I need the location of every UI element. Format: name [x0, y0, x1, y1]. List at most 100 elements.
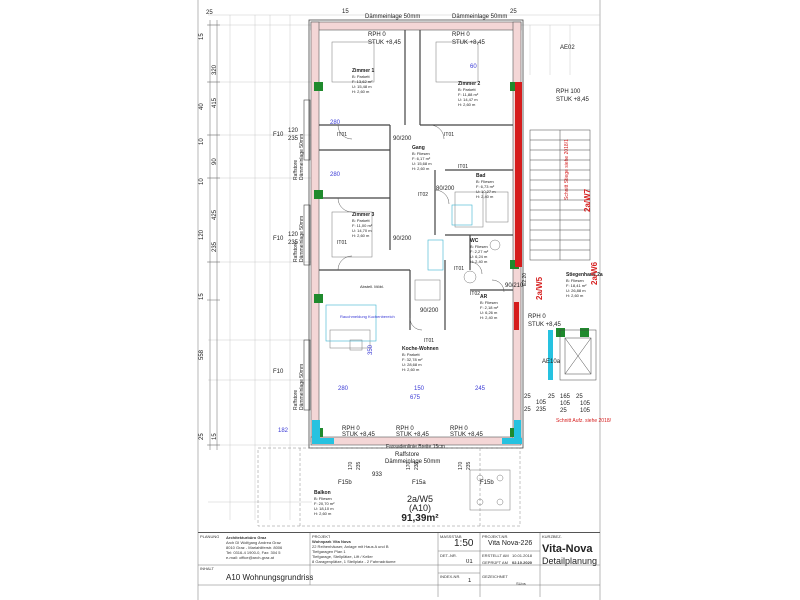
- window-label: F15a: [412, 480, 426, 486]
- dim-label: 10: [199, 178, 205, 185]
- window-label: F10: [273, 236, 284, 242]
- unit-code: 2a/W5: [407, 494, 433, 504]
- svg-text:Dämmeinlage 50mm: Dämmeinlage 50mm: [299, 134, 305, 180]
- svg-text:H: 2,40 m: H: 2,40 m: [470, 259, 488, 264]
- architect-block: Architekturbüro Graz Arch DI Wolfgang An…: [226, 535, 308, 560]
- window-labels: F10 120 235 F10 120 235 F10 F15b F15a F1…: [273, 128, 494, 486]
- svg-text:B: Parkett: B: Parkett: [402, 352, 420, 357]
- svg-text:B: Fliesen: B: Fliesen: [470, 244, 488, 249]
- top-labels: Dämmeinlage 50mm Dämmeinlage 50mm 25 15 …: [206, 9, 517, 20]
- dim-label: 15: [199, 293, 205, 300]
- room-labels: Zimmer 1 B: Parkett F: 13,62 m² U: 15,48…: [314, 68, 603, 516]
- window-label: 120: [288, 232, 299, 238]
- room-label: AR B: Fliesen F: 2,18 m² U: 6,26 m H: 2,…: [480, 294, 499, 320]
- svg-text:165: 165: [560, 394, 571, 400]
- svg-text:H: 2,60 m: H: 2,60 m: [412, 166, 430, 171]
- door-label: IT02: [470, 291, 480, 297]
- window-label: 933: [372, 472, 383, 478]
- svg-text:U: 28,68 m: U: 28,68 m: [402, 362, 422, 367]
- projekt-line: 8 Garagenplätze, 1 Stellplatz - 2 Fahrra…: [312, 559, 396, 564]
- architect-title: Architekturbüro Graz: [226, 535, 267, 540]
- door-label: E2.20: [522, 273, 528, 286]
- svg-text:25: 25: [576, 394, 583, 400]
- stuk-label: STUK +8,45: [452, 40, 486, 46]
- svg-text:U: 6,26 m: U: 6,26 m: [480, 310, 498, 315]
- dim-label: 120: [199, 229, 205, 240]
- room-label: WC B: Fliesen F: 2,27 m² U: 6,24 m H: 2,…: [470, 238, 489, 264]
- wall-code: 2a/W6: [590, 261, 599, 285]
- door-size: 90/200: [420, 308, 439, 314]
- window-label: F10: [273, 132, 284, 138]
- stuk-label: STUK +8,45: [450, 432, 484, 438]
- svg-text:150: 150: [414, 386, 425, 392]
- rph-label: RPH 0: [368, 32, 386, 38]
- door-label: IT01: [424, 338, 434, 344]
- svg-text:U: 18,10 m: U: 18,10 m: [314, 506, 334, 511]
- window-label: 120: [288, 128, 299, 134]
- dim-label: 15: [199, 33, 205, 40]
- svg-text:B: Parkett: B: Parkett: [352, 218, 370, 223]
- svg-text:Zimmer 1: Zimmer 1: [352, 68, 374, 74]
- projekt-label: PROJEKT: [312, 534, 331, 539]
- svg-text:235: 235: [466, 461, 472, 470]
- det-value: 01: [466, 559, 473, 565]
- dim-label: 40: [199, 103, 205, 110]
- insulation-label: Dämmeinlage 50mm: [365, 14, 420, 20]
- kitchen-outline: [325, 204, 473, 342]
- ae10a-label: AE10a: [542, 359, 561, 365]
- svg-text:170: 170: [348, 461, 354, 470]
- svg-text:U: 14,70 m: U: 14,70 m: [352, 228, 372, 233]
- massstab-value: 1:50: [454, 538, 474, 549]
- svg-text:H: 2,40 m: H: 2,40 m: [476, 194, 494, 199]
- unit-type: (A10): [409, 503, 431, 513]
- svg-text:H: 2,60 m: H: 2,60 m: [352, 89, 370, 94]
- det-label: DET.-NR.: [440, 553, 457, 558]
- svg-text:Raffstore: Raffstore: [293, 242, 299, 262]
- abstell-label: Abstell. Möbl.: [360, 284, 384, 289]
- svg-text:U: 15,48 m: U: 15,48 m: [352, 84, 372, 89]
- svg-text:F: 13,62 m²: F: 13,62 m²: [352, 79, 373, 84]
- massstab-label: MASSSTAB: [440, 534, 462, 539]
- svg-text:F: 2,27 m²: F: 2,27 m²: [470, 249, 489, 254]
- svg-text:182: 182: [278, 428, 289, 434]
- outer-walls: [308, 19, 524, 449]
- svg-text:Dämmeinlage 50mm: Dämmeinlage 50mm: [299, 364, 305, 410]
- svg-text:B: Fliesen: B: Fliesen: [566, 278, 584, 283]
- dim-label: 25: [199, 433, 205, 440]
- svg-text:F: 32,78 m²: F: 32,78 m²: [402, 357, 423, 362]
- projekt-nr-value: Vita Nova-226: [488, 540, 533, 547]
- stuk-label: STUK +8,45: [396, 432, 430, 438]
- svg-text:F: 2,18 m²: F: 2,18 m²: [480, 305, 499, 310]
- room-label: Zimmer 1 B: Parkett F: 13,62 m² U: 15,48…: [352, 68, 374, 94]
- svg-text:105: 105: [560, 401, 571, 407]
- svg-text:Balkon: Balkon: [314, 490, 331, 496]
- projekt-line: Tiefgaragen Plan 1: [312, 549, 346, 554]
- interior-dimensions: 280 280 280 150 245 675 182 350 60: [278, 64, 486, 434]
- index-value: 1: [468, 578, 472, 584]
- svg-text:105: 105: [580, 401, 591, 407]
- svg-text:Zimmer 3: Zimmer 3: [352, 212, 374, 218]
- right-dimensions: 25 105 235 25 25 165 25 105 25 105 105: [524, 394, 591, 414]
- rph-label: RPH 0: [450, 426, 468, 432]
- svg-text:B: Parkett: B: Parkett: [352, 74, 370, 79]
- room-label: Stiegenhaus 2a B: Fliesen F: 18,41 m² U:…: [566, 272, 603, 298]
- projekt-nr-label: PROJEKT-NR.: [482, 534, 509, 539]
- room-label: Gang B: Fliesen F: 6,17 m² U: 15,68 m H:…: [412, 145, 432, 171]
- svg-text:B: Fliesen: B: Fliesen: [476, 179, 494, 184]
- svg-text:350: 350: [368, 344, 374, 355]
- room-label: Zimmer 3 B: Parkett F: 11,00 m² U: 14,70…: [352, 212, 374, 238]
- window-label: F10: [273, 369, 284, 375]
- stairs: [529, 129, 597, 381]
- svg-text:235: 235: [356, 461, 362, 470]
- dim-label: 90: [212, 158, 218, 165]
- door-labels: IT01 IT01 IT02 IT01 IT01 IT02 IT01 IT01 …: [337, 132, 528, 344]
- svg-text:F: 6,73 m²: F: 6,73 m²: [476, 184, 495, 189]
- bottom-labels: Fassadenlinie Breite 15cm Raffstore Dämm…: [385, 444, 445, 465]
- svg-text:F: 20,70 m²: F: 20,70 m²: [314, 501, 335, 506]
- unit-label: 2a/W5 (A10) 91,39m²: [401, 494, 439, 524]
- inhalt-label: INHALT: [200, 566, 214, 571]
- window-label: 235: [288, 240, 299, 246]
- projekt-block: Wohnpark Vita Nova 22 Reihenhäuser, Anla…: [312, 539, 436, 564]
- wall-code: 2a/W5: [535, 276, 544, 300]
